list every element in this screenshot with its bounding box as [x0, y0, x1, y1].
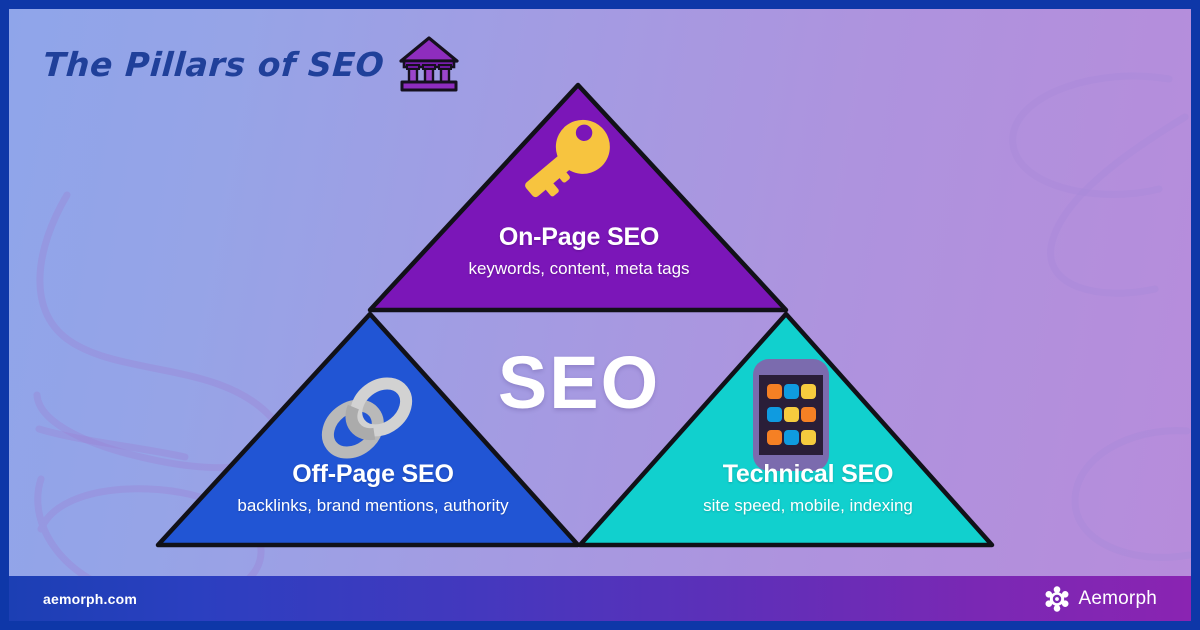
pillar-subtitle-technical: site speed, mobile, indexing [703, 495, 913, 515]
pillar-title-technical: Technical SEO [722, 460, 894, 488]
center-seo-label: SEO [497, 341, 661, 424]
pillar-subtitle-off-page: backlinks, brand mentions, authority [237, 495, 509, 515]
chain-link-icon [321, 377, 413, 459]
page-title-row: The Pillars of SEO [42, 33, 460, 95]
infographic-inner: The Pillars of SEO [9, 9, 1191, 621]
pillar-title-on-page: On-Page SEO [498, 223, 660, 251]
classical-building-icon [399, 36, 459, 92]
aemorph-hexagon-logo [1045, 585, 1068, 612]
pillar-label-on-page: On-Page SEO keywords, content, meta tags [329, 223, 829, 279]
pillar-title-off-page: Off-Page SEO [292, 460, 454, 488]
footer-website-url[interactable]: aemorph.com [43, 590, 137, 607]
pillar-subtitle-on-page: keywords, content, meta tags [468, 258, 690, 278]
key-icon [525, 119, 610, 198]
brand-lockup[interactable]: Aemorph [1044, 585, 1158, 612]
brand-name: Aemorph [1078, 587, 1157, 609]
pillar-shape-on-page[interactable] [367, 82, 789, 313]
seo-pyramid [155, 82, 995, 548]
pillar-label-technical: Technical SEO site speed, mobile, indexi… [575, 460, 1041, 516]
key-icon-wrap [512, 112, 620, 215]
pillar-label-off-page: Off-Page SEO backlinks, brand mentions, … [140, 460, 606, 516]
footer-bar: aemorph.com Aemorph [9, 576, 1191, 621]
chain-link-icon-wrap [311, 367, 423, 474]
mobile-phone-icon-wrap [749, 357, 833, 478]
mobile-phone-icon [753, 359, 829, 471]
